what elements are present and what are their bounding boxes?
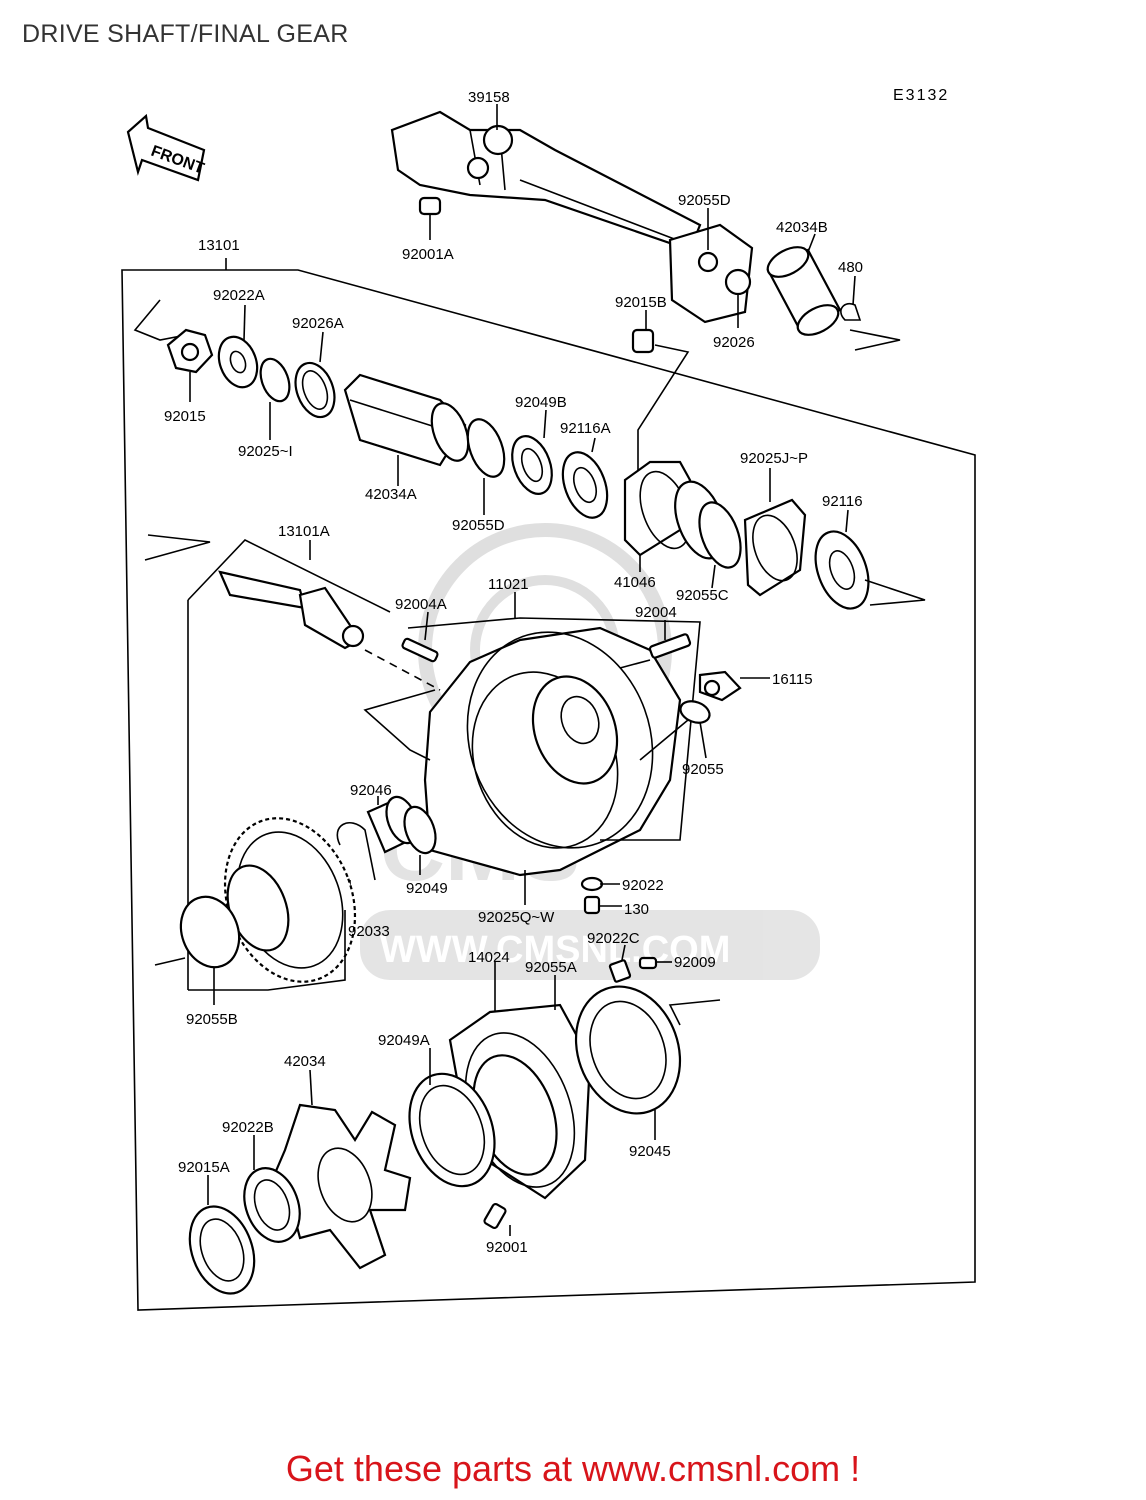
circlip-92033	[336, 821, 376, 881]
label-92004A: 92004A	[395, 596, 447, 613]
ring-gear	[223, 817, 357, 983]
label-92015: 92015	[164, 408, 206, 425]
label-92116: 92116	[822, 493, 863, 510]
oring-92055C	[698, 501, 742, 569]
circlip-480	[840, 302, 862, 321]
oring-92055	[679, 700, 711, 724]
bearing-92116A	[561, 451, 609, 519]
bolt-92001A	[418, 196, 442, 216]
label-92022C: 92022C	[587, 930, 640, 947]
label-92025QW: 92025Q~W	[478, 909, 555, 926]
sleeve-42034B	[766, 246, 842, 336]
page-title: DRIVE SHAFT/FINAL GEAR	[22, 20, 349, 48]
label-92049B: 92049B	[515, 394, 567, 411]
seal-92049A	[408, 1072, 496, 1188]
nut-92015A	[188, 1205, 256, 1295]
label-92025JP: 92025J~P	[740, 450, 808, 467]
watermark: CMS WWW.CMSNL.COM	[360, 523, 820, 980]
gasket-92025JP	[743, 498, 807, 597]
label-92025I: 92025~I	[238, 443, 293, 460]
washer-92022A	[217, 335, 259, 389]
label-13101A: 13101A	[278, 523, 330, 540]
front-arrow-icon: FRONT	[126, 113, 206, 182]
label-92026: 92026	[713, 334, 755, 351]
stud-92004A	[401, 637, 439, 663]
label-92055B: 92055B	[186, 1011, 238, 1028]
label-42034B: 42034B	[776, 219, 828, 236]
label-92055: 92055	[682, 761, 724, 778]
label-92049: 92049	[406, 880, 448, 897]
coupling-42034A	[343, 373, 470, 467]
label-42034: 42034	[284, 1053, 326, 1070]
stud-92004	[648, 633, 692, 659]
washer-92022B	[243, 1167, 301, 1243]
label-92004: 92004	[635, 604, 677, 621]
nut-92015B	[631, 328, 655, 354]
label-92055A: 92055A	[525, 959, 577, 976]
label-39158: 39158	[468, 89, 510, 106]
label-480: 480	[838, 259, 863, 276]
label-92055D-top: 92055D	[678, 192, 731, 209]
label-130: 130	[624, 901, 649, 918]
footer-link-text[interactable]: Get these parts at www.cmsnl.com !	[285, 1448, 861, 1489]
assembly-frame	[121, 269, 976, 1311]
flange-plate	[668, 223, 754, 324]
label-92049A: 92049A	[378, 1032, 430, 1049]
seal-92049	[403, 805, 437, 855]
watermark-text: WWW.CMSNL.COM	[380, 929, 730, 971]
oring-92055D	[466, 418, 506, 478]
label-92022A: 92022A	[213, 287, 265, 304]
label-92116A: 92116A	[560, 420, 611, 437]
oring-92055B	[179, 895, 241, 969]
label-92055D-mid: 92055D	[452, 517, 505, 534]
label-92026A: 92026A	[292, 315, 344, 332]
part-labels: 39158 92001A 92055D 42034B 480 92015B 92…	[164, 89, 863, 1256]
label-92022: 92022	[622, 877, 664, 894]
label-42034A: 42034A	[365, 486, 417, 503]
plate-92022C	[608, 959, 632, 983]
label-13101: 13101	[198, 237, 240, 254]
label-92001A: 92001A	[402, 246, 454, 263]
arrow-right-mid	[864, 579, 926, 606]
bolt-92001	[483, 1202, 507, 1230]
label-92001: 92001	[486, 1239, 528, 1256]
shim-92025I	[259, 357, 291, 403]
label-92045: 92045	[629, 1143, 671, 1160]
drive-shaft	[390, 110, 702, 252]
label-41046: 41046	[614, 574, 656, 591]
label-14024: 14024	[468, 949, 510, 966]
diagram-code: E3132	[893, 87, 949, 104]
seal-92026A	[294, 361, 336, 419]
arrow-right-top	[849, 329, 901, 351]
label-92055C: 92055C	[676, 587, 729, 604]
bolt-130	[583, 895, 601, 915]
seal-92049B	[511, 435, 553, 495]
label-11021: 11021	[488, 576, 529, 593]
label-92009: 92009	[674, 954, 716, 971]
case-11021	[423, 626, 682, 877]
label-92015A: 92015A	[178, 1159, 230, 1176]
pinion-13101A	[218, 570, 365, 650]
nut-92015	[166, 328, 214, 374]
label-16115: 16115	[772, 671, 813, 688]
label-92046: 92046	[350, 782, 392, 799]
breather-16115	[698, 670, 742, 702]
label-92033: 92033	[348, 923, 390, 940]
washer-92022	[580, 876, 604, 892]
label-92015B: 92015B	[615, 294, 667, 311]
bearing-92116	[814, 530, 870, 610]
bolt-92009	[638, 956, 658, 970]
label-92022B: 92022B	[222, 1119, 274, 1136]
bearing-92045	[574, 985, 682, 1115]
